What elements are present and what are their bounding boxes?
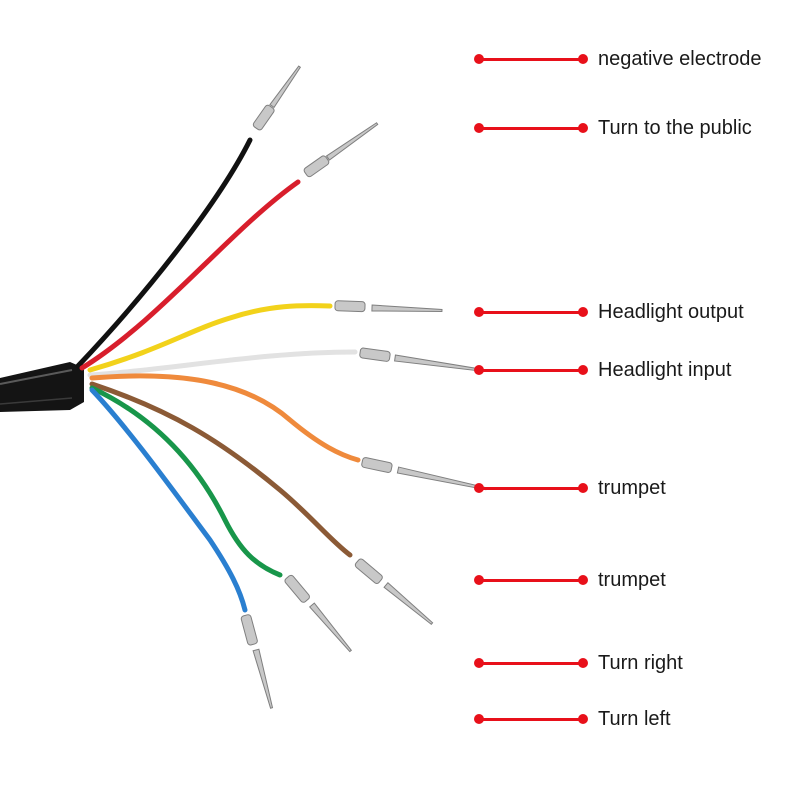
legend-line	[474, 714, 588, 724]
legend-label: Headlight input	[598, 358, 732, 381]
terminal-blue	[240, 614, 274, 709]
terminal-green	[284, 574, 353, 653]
legend-label: Turn to the public	[598, 116, 752, 139]
legend-label: Turn right	[598, 651, 683, 674]
brown-wire	[89, 381, 353, 558]
legend-line	[474, 575, 588, 585]
terminal-black	[252, 65, 302, 131]
white-wire	[87, 349, 358, 378]
green-wire	[89, 385, 283, 578]
terminal-red	[303, 122, 379, 178]
terminal-yellow	[334, 300, 443, 313]
legend-line	[474, 54, 588, 64]
legend-label: trumpet	[598, 568, 666, 591]
yellow-wire	[87, 303, 333, 373]
legend-item-turn-right: Turn right	[474, 651, 683, 675]
legend-label: Headlight output	[598, 300, 744, 323]
legend-label: Turn left	[598, 707, 671, 730]
red-wire	[79, 179, 301, 371]
legend-label: trumpet	[598, 476, 666, 499]
legend-label: negative electrode	[598, 47, 762, 70]
legend-item-negative-electrode: negative electrode	[474, 47, 762, 71]
legend-line	[474, 123, 588, 133]
legend-item-headlight-input: Headlight input	[474, 358, 732, 382]
black-wire	[75, 137, 253, 369]
legend-line	[474, 307, 588, 317]
terminal-orange	[361, 457, 487, 491]
terminal-brown	[354, 558, 434, 626]
legend-item-turn-left: Turn left	[474, 707, 671, 731]
legend-item-headlight-output: Headlight output	[474, 300, 744, 324]
blue-wire	[89, 387, 248, 613]
terminals	[240, 65, 487, 709]
legend-line	[474, 658, 588, 668]
legend-line	[474, 483, 588, 493]
legend-item-trumpet-2: trumpet	[474, 568, 666, 592]
legend-item-turn-to-the-public: Turn to the public	[474, 116, 752, 140]
cable-jacket	[0, 362, 84, 412]
orange-wire	[89, 373, 361, 463]
terminal-white	[359, 347, 480, 372]
legend-line	[474, 365, 588, 375]
legend-item-trumpet-1: trumpet	[474, 476, 666, 500]
